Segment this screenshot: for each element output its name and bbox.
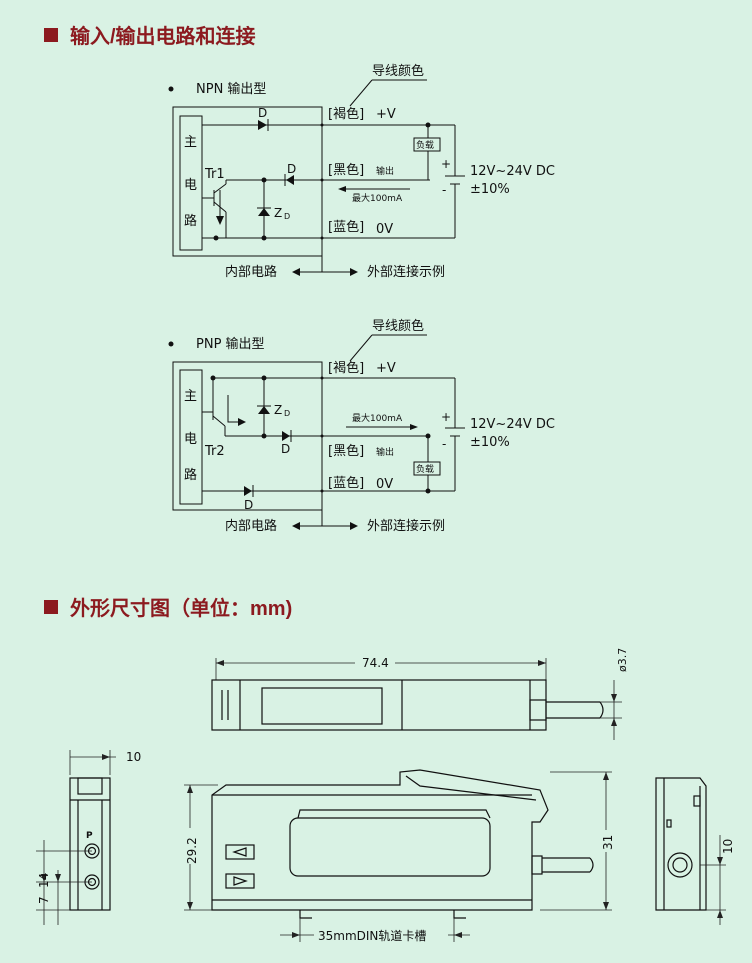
cable-dia-label: ø3.7 <box>616 648 629 672</box>
pnp-main-circuit-box <box>179 369 203 505</box>
pnp-load-box <box>413 461 441 476</box>
dimension-drawing: 74.4 ø3.7 10 P <box>36 648 735 944</box>
npn-plusv-label: +V <box>376 107 396 122</box>
pnp-diode-bottom-icon <box>244 486 252 496</box>
npn-load-box <box>413 137 441 152</box>
pnp-main-char-3: 路 <box>184 467 197 483</box>
pnp-external-label: 外部连接示例 <box>367 518 445 534</box>
svg-text:D: D <box>284 409 290 418</box>
pnp-diode-mid-icon <box>282 431 290 441</box>
indicator-right-box <box>225 873 255 889</box>
dimension-section-title: 外形尺寸图（单位：mm) <box>70 598 293 620</box>
npn-blue-label: [蓝色] <box>328 219 364 235</box>
npn-main-char-2: 电 <box>184 178 197 193</box>
pnp-main-char-1: 主 <box>184 389 197 404</box>
npn-plus-sign: + <box>441 157 451 171</box>
npn-brown-label: [褐色] <box>328 106 364 122</box>
right-dim-label: 10 <box>721 839 735 854</box>
din-rail-label: 35mmDIN轨道卡槽 <box>318 929 426 943</box>
length-dim-label: 74.4 <box>362 656 389 670</box>
right-cable-outer-icon <box>667 852 693 878</box>
npn-minus-sign: - <box>442 183 446 197</box>
npn-external-label: 外部连接示例 <box>367 264 445 280</box>
npn-zener-icon <box>258 208 270 216</box>
pnp-type-label: PNP 输出型 <box>196 336 265 352</box>
npn-circuit-diagram: NPN 输出型 导线颜色 主 电 路 D Tr1 D Z D <box>168 63 555 280</box>
npn-output-label: 输出 <box>376 165 394 177</box>
npn-load-label: 负载 <box>416 139 434 151</box>
pnp-diode-mid-label: D <box>281 442 290 456</box>
npn-current-arrow <box>216 216 224 225</box>
spacing-7-label: 7 <box>37 896 51 904</box>
svg-text:D: D <box>284 212 290 221</box>
npn-black-label: [黑色] <box>328 162 364 178</box>
npn-wire-label-leader <box>349 79 373 107</box>
npn-internal-label: 内部电路 <box>225 264 277 280</box>
pnp-black-label: [黑色] <box>328 443 364 459</box>
npn-max-current-label: 最大100mA <box>352 192 403 204</box>
npn-main-char-1: 主 <box>184 135 197 150</box>
pnp-output-label: 输出 <box>376 446 394 458</box>
pnp-circuit-diagram: PNP 输出型 导线颜色 主 电 路 Tr2 D Z D D <box>168 318 555 534</box>
spacing-14-label: 14 <box>37 873 51 888</box>
npn-wire-color-label: 导线颜色 <box>372 63 424 79</box>
pnp-plus-sign: + <box>441 410 451 424</box>
pnp-0v-label: 0V <box>376 477 393 492</box>
pnp-load-label: 负载 <box>416 463 434 475</box>
pnp-main-char-2: 电 <box>184 432 197 447</box>
npn-zener-label: Z <box>274 206 282 220</box>
circuit-section-heading: 输入/输出电路和连接 <box>44 20 256 49</box>
p-mark: P <box>86 831 93 841</box>
npn-type-label: NPN 输出型 <box>196 81 266 97</box>
pnp-minus-sign: - <box>442 437 446 451</box>
front-view-body <box>211 769 549 911</box>
pnp-plusv-label: +V <box>376 361 396 376</box>
total-height-label: 31 <box>601 835 615 850</box>
pnp-internal-label: 内部电路 <box>225 518 277 534</box>
right-cable-inner-icon <box>672 857 688 873</box>
indicator-left-box <box>225 844 255 860</box>
square-bullet-icon <box>44 599 58 614</box>
front-view-window <box>289 817 491 877</box>
npn-voltage-label: 12V~24V DC <box>470 164 555 179</box>
npn-transistor-label: Tr1 <box>204 167 225 182</box>
pnp-tolerance-label: ±10% <box>470 435 510 450</box>
npn-diode-top-label: D <box>258 106 267 120</box>
npn-main-char-3: 路 <box>184 213 197 229</box>
pnp-brown-label: [褐色] <box>328 360 364 376</box>
npn-0v-label: 0V <box>376 222 393 237</box>
side-width-label: 10 <box>126 750 141 764</box>
square-bullet-icon <box>44 27 58 42</box>
pnp-current-arrow <box>238 418 246 426</box>
pnp-zener-icon <box>258 406 270 414</box>
pnp-zener-label: Z <box>274 403 282 417</box>
pnp-max-current-label: 最大100mA <box>352 412 403 424</box>
right-side-view-body <box>655 777 707 911</box>
pnp-blue-label: [蓝色] <box>328 475 364 491</box>
npn-bullet <box>168 86 174 92</box>
pnp-diode-bottom-label: D <box>244 498 253 512</box>
circuit-section-title: 输入/输出电路和连接 <box>70 26 256 48</box>
dimension-section-heading: 外形尺寸图（单位：mm) <box>44 592 292 621</box>
npn-diode-top-icon <box>258 120 267 130</box>
pnp-wire-color-label: 导线颜色 <box>372 318 424 334</box>
npn-main-circuit-box <box>179 115 203 251</box>
top-view-window <box>261 687 383 725</box>
pnp-voltage-label: 12V~24V DC <box>470 417 555 432</box>
height-label: 29.2 <box>185 837 199 864</box>
npn-diode-mid-icon <box>286 175 294 185</box>
right-arrow-icon <box>233 876 248 886</box>
left-arrow-icon <box>232 847 247 857</box>
pnp-bullet <box>168 341 174 347</box>
npn-diode-mid-label: D <box>287 162 296 176</box>
pnp-transistor-label: Tr2 <box>204 444 225 459</box>
npn-tolerance-label: ±10% <box>470 182 510 197</box>
